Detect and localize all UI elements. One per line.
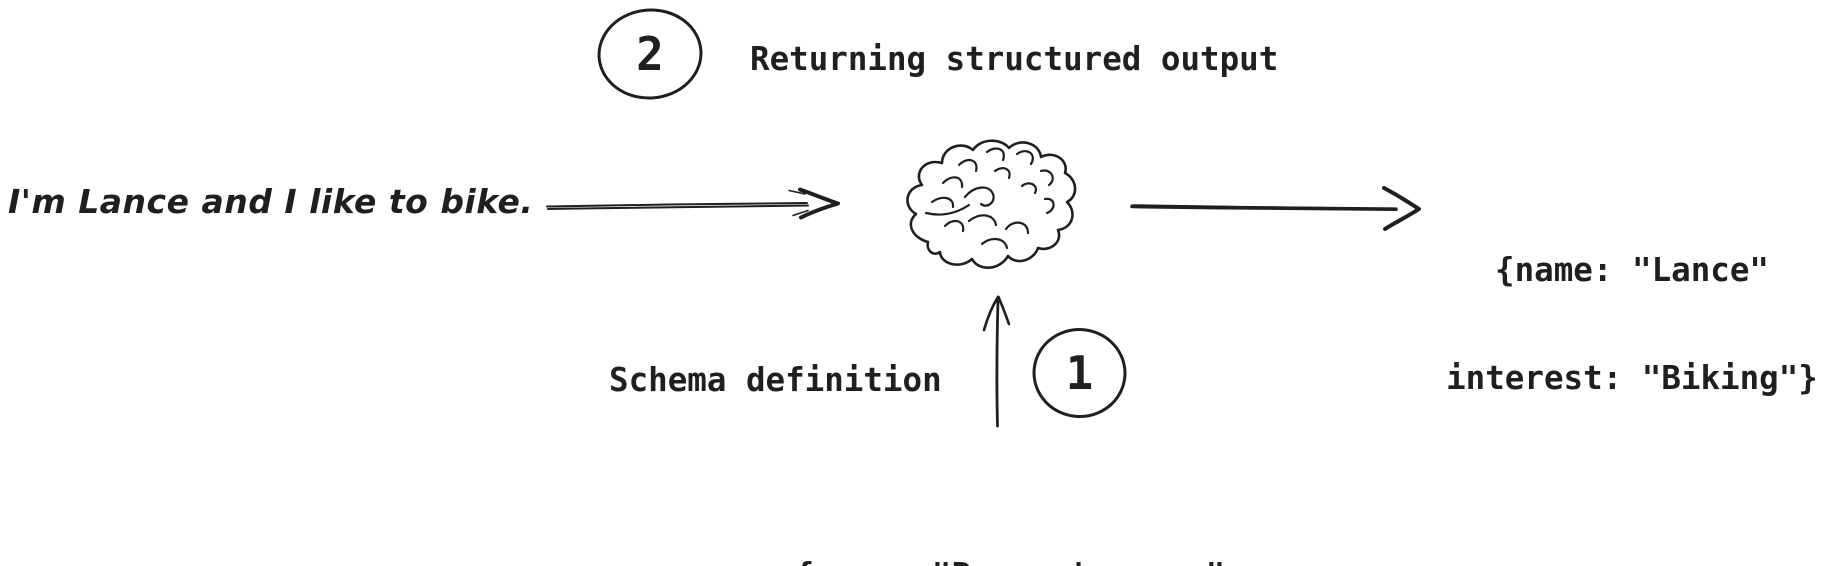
step-2-number: 2 — [636, 27, 664, 81]
circle-icon — [1032, 328, 1127, 419]
brain-icon — [906, 139, 1077, 269]
arrow-up-icon — [982, 295, 1011, 428]
output-code-line: {name: "Lance" — [1495, 251, 1769, 289]
schema-definition-label: Schema definition — [609, 361, 942, 399]
schema-code: {name: "Person's name" interest: "Person… — [680, 483, 1340, 566]
step-1-number: 1 — [1065, 346, 1094, 400]
schema-code-line: {name: "Person's name" — [680, 557, 1340, 566]
step-1-badge: 1 — [1031, 326, 1128, 420]
arrow-right-icon — [546, 187, 840, 220]
circle-icon — [597, 8, 703, 100]
input-message: I'm Lance and I like to bike. — [8, 182, 534, 221]
output-code: {name: "Lance" interest: "Biking"} — [1436, 180, 1828, 468]
arrow-right-icon — [1130, 186, 1421, 231]
diagram-title: Returning structured output — [750, 40, 1279, 78]
output-code-line: interest: "Biking"} — [1446, 359, 1818, 397]
step-2-badge: 2 — [595, 7, 705, 101]
